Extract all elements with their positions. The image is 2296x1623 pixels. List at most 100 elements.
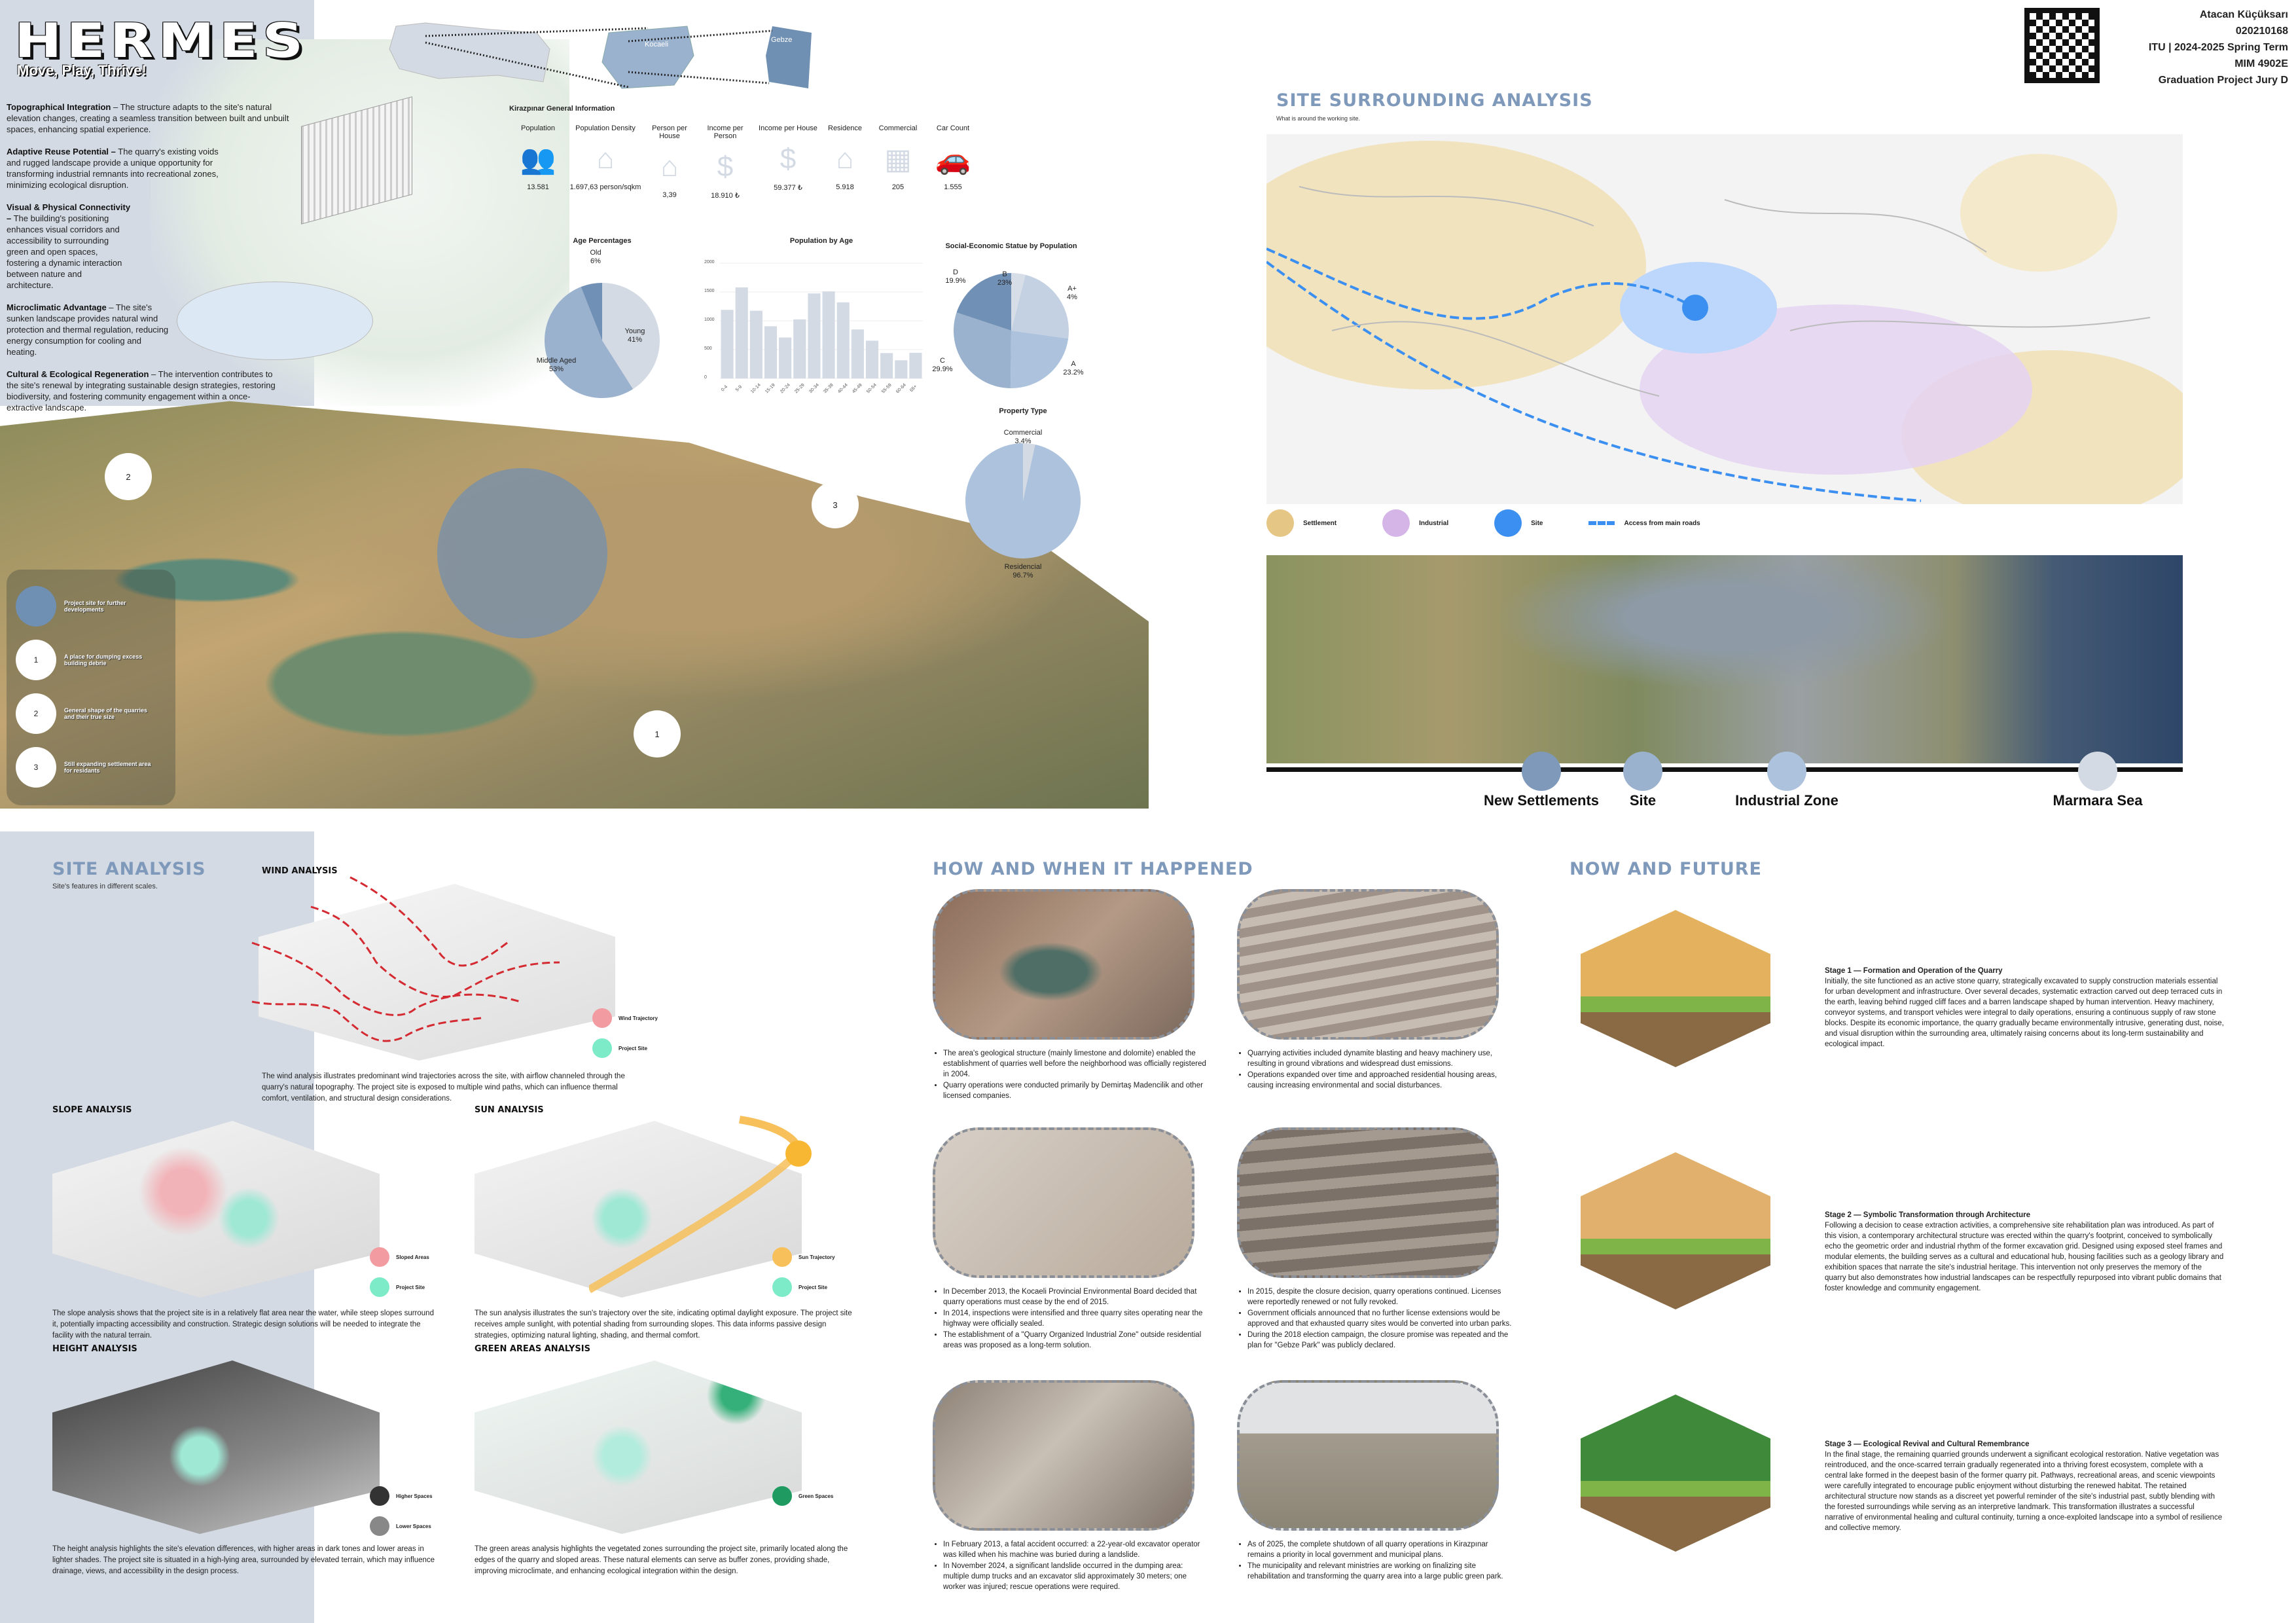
money-icon: $ <box>780 143 797 175</box>
legend-label: Settlement <box>1303 519 1337 527</box>
marker-circle: 1 <box>16 640 56 680</box>
stat-label: Income per House <box>759 124 817 132</box>
project-title: HERMES <box>14 13 308 68</box>
legend-label: Site <box>1531 519 1543 527</box>
height-analysis-text: The height analysis highlights the site'… <box>52 1545 435 1575</box>
bar-25-29 <box>793 319 806 378</box>
y-tick: 500 <box>704 346 712 351</box>
pie-slice-residencial <box>965 443 1081 558</box>
car-icon: 🚗 <box>935 143 971 175</box>
history-bullet: The establishment of a "Quarry Organized… <box>943 1330 1208 1351</box>
legend-label: Sun Trajectory <box>798 1254 835 1260</box>
building-model-render <box>151 39 569 406</box>
stage-title: Stage 2 — Symbolic Transformation throug… <box>1825 1211 2030 1219</box>
stat-label: Car Count <box>936 124 970 132</box>
legend-item: Sun Trajectory <box>772 1247 835 1267</box>
history-bullet: In February 2013, a fatal accident occur… <box>943 1539 1208 1560</box>
kocaeli-map-shape <box>601 26 694 89</box>
aerial-legend-item: Project site for further developments <box>16 579 156 633</box>
legend-item: Project Site <box>772 1277 827 1297</box>
legend-swatch <box>592 1038 612 1058</box>
site-analysis-title: SITE ANALYSIS <box>52 859 206 879</box>
pie-slice-middle-aged <box>545 287 634 398</box>
principle-item: Cultural & Ecological Regeneration – The… <box>7 369 276 412</box>
aerial-legend-text: Still expanding settlement area for resi… <box>64 761 151 774</box>
x-tick: 25-29 <box>793 382 806 395</box>
pie-slice-b <box>1010 331 1069 388</box>
history-bullet: The area's geological structure (mainly … <box>943 1048 1208 1080</box>
timeline-label: Industrial Zone <box>1735 792 1839 809</box>
green-analysis-text: The green areas analysis highlights the … <box>475 1545 848 1575</box>
stage-title: Stage 3 — Ecological Revival and Cultura… <box>1825 1440 2030 1448</box>
x-tick: 15-19 <box>764 382 777 395</box>
history-bullets: The area's geological structure (mainly … <box>933 1048 1208 1102</box>
legend-item: Higher Spaces <box>370 1486 433 1506</box>
legend-item-settlement: Settlement <box>1266 509 1336 537</box>
timeline-label: Marmara Sea <box>2053 792 2143 809</box>
stat-value: 18.910 ₺ <box>711 192 740 200</box>
chart-label: Population by Age <box>789 237 853 245</box>
x-tick: 60-64 <box>895 382 907 395</box>
legend-label: Wind Trajectory <box>619 1015 658 1021</box>
bar-30-34 <box>808 293 821 378</box>
legend-label: Access from main roads <box>1624 519 1700 527</box>
legend-item: Wind Trajectory <box>592 1008 658 1028</box>
chart-label: Commercial 3.4% <box>1003 429 1043 445</box>
stage-1-isometric <box>1581 910 1770 1067</box>
site-analysis-subtitle: Site's features in different scales. <box>52 883 158 890</box>
bar-50-54 <box>865 340 879 378</box>
legend-item-industrial: Industrial <box>1382 509 1448 537</box>
stat-person-per-house: Person per House⌂3,39 <box>644 124 695 200</box>
history-bullet: During the 2018 election campaign, the c… <box>1247 1330 1512 1351</box>
x-tick: 20-24 <box>779 382 791 395</box>
stat-residence: Residence⌂5.918 <box>821 124 869 200</box>
bar-40-44 <box>836 302 850 378</box>
settlement-zone <box>1266 141 1646 390</box>
green-analysis-title: GREEN AREAS ANALYSIS <box>475 1344 590 1354</box>
wind-trajectories <box>245 871 612 1070</box>
chart-label: Social-Economic Statue by Population <box>945 242 1077 250</box>
chart-label: A 23.2% <box>1063 360 1084 376</box>
pie-slice-a+ <box>1011 273 1026 331</box>
x-tick: 50-54 <box>866 382 878 395</box>
jury: Graduation Project Jury D <box>2158 75 2288 86</box>
model-lake <box>177 282 373 360</box>
legend-swatch <box>370 1247 389 1267</box>
history-bullets: In 2015, despite the closure decision, q… <box>1237 1286 1512 1351</box>
bar-35-39 <box>822 291 835 378</box>
timeline-marker <box>1623 752 1662 791</box>
history-photo <box>933 1127 1194 1278</box>
legend-swatch <box>370 1516 389 1536</box>
legend-label: Lower Spaces <box>396 1523 431 1529</box>
sun-trajectory <box>586 1113 825 1300</box>
sun-icon <box>785 1140 812 1167</box>
timeline-line <box>1266 767 2183 772</box>
stat-value: 205 <box>891 183 905 191</box>
bar-20-24 <box>779 337 792 378</box>
aerial-legend-text: Project site for further developments <box>64 600 126 613</box>
legend-label: Sloped Areas <box>396 1254 429 1260</box>
x-tick: 30-34 <box>808 382 820 395</box>
stat-label: Income per Person <box>707 124 744 140</box>
term: ITU | 2024-2025 Spring Term <box>2148 42 2288 53</box>
course-code: MIM 4902E <box>2234 58 2288 69</box>
legend-item: Sloped Areas <box>370 1247 429 1267</box>
stat-income-per-house: Income per House$59.377 ₺ <box>755 124 821 200</box>
history-bullet: Quarrying activities included dynamite b… <box>1247 1048 1512 1069</box>
wind-analysis-text: The wind analysis illustrates predominan… <box>262 1072 625 1103</box>
future-title: NOW AND FUTURE <box>1570 859 1762 879</box>
stat-value: 13.581 <box>527 183 549 191</box>
stage-text: In the final stage, the remaining quarri… <box>1825 1451 2223 1532</box>
legend-swatch <box>772 1486 792 1506</box>
legend-item-access: Access from main roads <box>1588 520 1700 527</box>
model-building <box>301 96 412 225</box>
history-photo <box>1237 1127 1499 1278</box>
chart-label: B 23% <box>997 270 1013 287</box>
history-bullet: As of 2025, the complete shutdown of all… <box>1247 1539 1512 1560</box>
stat-value: 1.697,63 person/sqkm <box>569 183 641 191</box>
building-icon: ▦ <box>884 143 912 175</box>
history-bullets: As of 2025, the complete shutdown of all… <box>1237 1539 1512 1582</box>
history-photo <box>933 1380 1194 1531</box>
history-bullet: In 2014, inspections were intensified an… <box>943 1308 1208 1329</box>
marker-circle: 2 <box>16 693 56 734</box>
